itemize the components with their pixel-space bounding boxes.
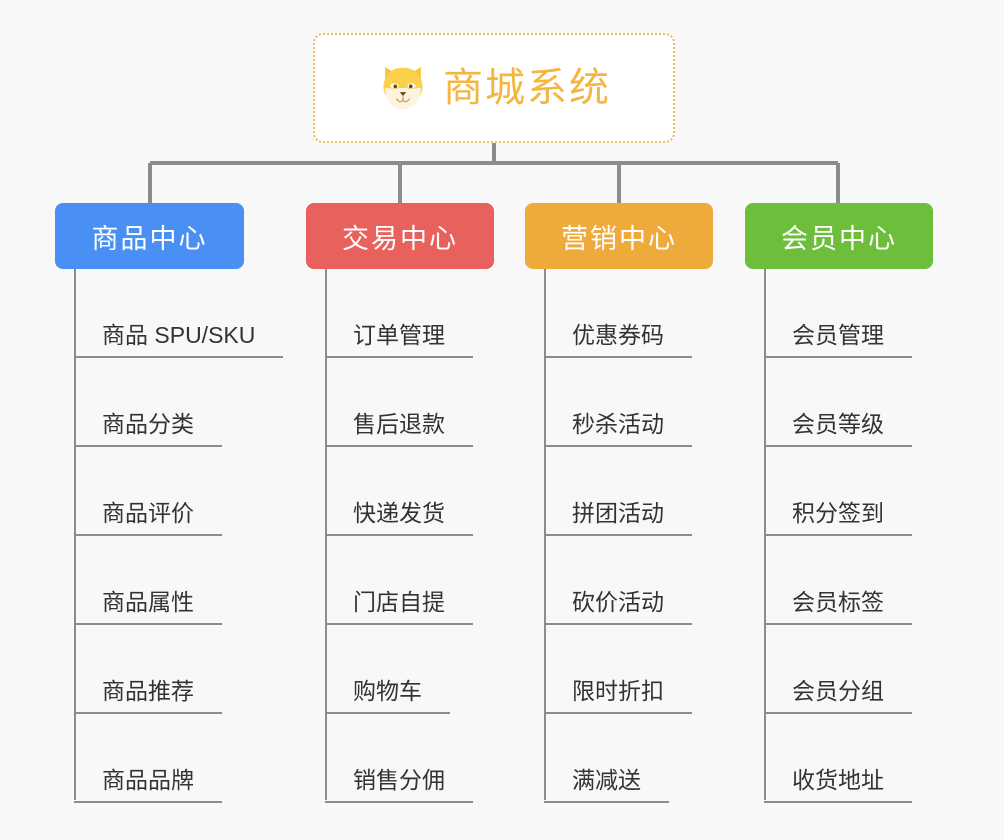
leaf-item[interactable]: 会员分组 [745, 625, 988, 714]
leaf-list-0: 商品 SPU/SKU 商品分类 商品评价 商品属性 商品推荐 商品品牌 [55, 269, 305, 803]
leaf-label: 会员分组 [764, 680, 912, 714]
leaf-label: 收货地址 [764, 769, 912, 803]
root-title: 商城系统 [443, 66, 611, 110]
leaf-label: 门店自提 [325, 591, 473, 625]
leaf-label: 砍价活动 [544, 591, 692, 625]
dog-face-icon [377, 62, 429, 114]
branch-column-3: 会员中心 会员管理 会员等级 积分签到 会员标签 会员分组 [745, 203, 988, 803]
leaf-label: 会员标签 [764, 591, 912, 625]
leaf-label: 商品推荐 [74, 680, 222, 714]
branch-column-2: 营销中心 优惠券码 秒杀活动 拼团活动 砍价活动 限时折扣 [525, 203, 768, 803]
leaf-item[interactable]: 秒杀活动 [525, 358, 768, 447]
leaf-item[interactable]: 售后退款 [306, 358, 549, 447]
branch-columns: 商品中心 商品 SPU/SKU 商品分类 商品评价 商品属性 商品推荐 [0, 203, 1004, 840]
leaf-label: 积分签到 [764, 502, 912, 536]
leaf-item[interactable]: 商品品牌 [55, 714, 305, 803]
branch-box-3[interactable]: 会员中心 [745, 203, 933, 269]
leaf-label: 商品 SPU/SKU [74, 324, 284, 358]
branch-label-2: 营销中心 [561, 223, 677, 254]
branch-label-1: 交易中心 [342, 223, 458, 254]
leaf-label: 购物车 [325, 680, 450, 714]
branch-column-0: 商品中心 商品 SPU/SKU 商品分类 商品评价 商品属性 商品推荐 [55, 203, 305, 803]
leaf-item[interactable]: 会员等级 [745, 358, 988, 447]
leaf-label: 会员管理 [764, 324, 912, 358]
leaf-label: 商品分类 [74, 413, 222, 447]
leaf-item[interactable]: 商品推荐 [55, 625, 305, 714]
leaf-label: 快递发货 [325, 502, 473, 536]
branch-label-3: 会员中心 [781, 223, 897, 254]
leaf-item[interactable]: 限时折扣 [525, 625, 768, 714]
leaf-label: 商品品牌 [74, 769, 222, 803]
leaf-label: 满减送 [544, 769, 669, 803]
leaf-label: 商品属性 [74, 591, 222, 625]
branch-box-2[interactable]: 营销中心 [525, 203, 713, 269]
leaf-item[interactable]: 订单管理 [306, 269, 549, 358]
leaf-item[interactable]: 门店自提 [306, 536, 549, 625]
leaf-label: 会员等级 [764, 413, 912, 447]
leaf-label: 订单管理 [325, 324, 473, 358]
root-node[interactable]: 商城系统 [313, 33, 675, 143]
leaf-item[interactable]: 购物车 [306, 625, 549, 714]
leaf-item[interactable]: 快递发货 [306, 447, 549, 536]
leaf-item[interactable]: 优惠券码 [525, 269, 768, 358]
leaf-item[interactable]: 会员标签 [745, 536, 988, 625]
leaf-label: 秒杀活动 [544, 413, 692, 447]
leaf-label: 售后退款 [325, 413, 473, 447]
leaf-item[interactable]: 商品 SPU/SKU [55, 269, 305, 358]
leaf-item[interactable]: 销售分佣 [306, 714, 549, 803]
branch-box-0[interactable]: 商品中心 [55, 203, 244, 269]
leaf-label: 销售分佣 [325, 769, 473, 803]
leaf-label: 限时折扣 [544, 680, 692, 714]
branch-column-1: 交易中心 订单管理 售后退款 快递发货 门店自提 购物车 [306, 203, 549, 803]
branch-box-1[interactable]: 交易中心 [306, 203, 494, 269]
leaf-label: 商品评价 [74, 502, 222, 536]
leaf-item[interactable]: 积分签到 [745, 447, 988, 536]
leaf-item[interactable]: 收货地址 [745, 714, 988, 803]
branch-label-0: 商品中心 [91, 223, 208, 254]
leaf-list-2: 优惠券码 秒杀活动 拼团活动 砍价活动 限时折扣 满减送 [525, 269, 768, 803]
leaf-item[interactable]: 会员管理 [745, 269, 988, 358]
leaf-item[interactable]: 拼团活动 [525, 447, 768, 536]
leaf-item[interactable]: 商品评价 [55, 447, 305, 536]
leaf-item[interactable]: 商品属性 [55, 536, 305, 625]
leaf-list-1: 订单管理 售后退款 快递发货 门店自提 购物车 销售分佣 [306, 269, 549, 803]
leaf-item[interactable]: 商品分类 [55, 358, 305, 447]
leaf-label: 优惠券码 [544, 324, 692, 358]
leaf-label: 拼团活动 [544, 502, 692, 536]
leaf-item[interactable]: 满减送 [525, 714, 768, 803]
leaf-list-3: 会员管理 会员等级 积分签到 会员标签 会员分组 收货地址 [745, 269, 988, 803]
leaf-item[interactable]: 砍价活动 [525, 536, 768, 625]
